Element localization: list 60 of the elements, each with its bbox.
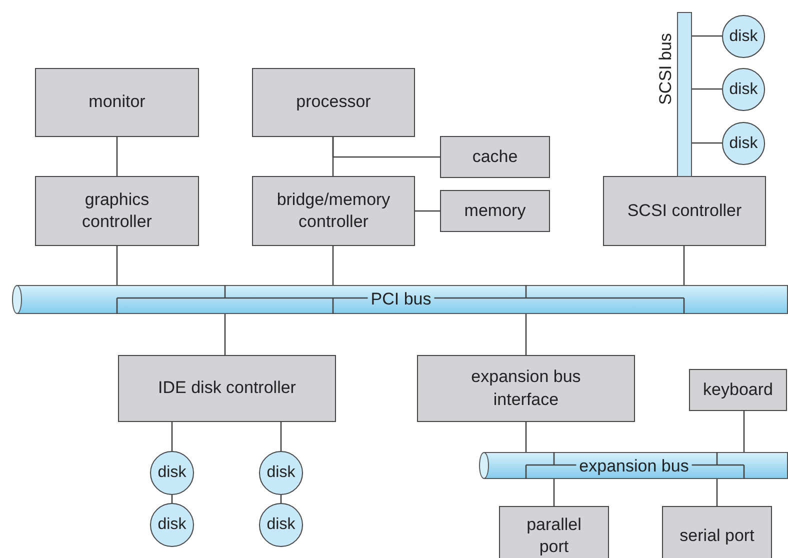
connector-line — [224, 314, 226, 355]
connector-line — [332, 246, 334, 285]
connector-line — [683, 246, 685, 285]
disk-circle — [259, 451, 303, 495]
process-box — [417, 355, 635, 422]
connector-line — [553, 479, 555, 506]
node-label: processor — [296, 91, 371, 114]
node-label: disk — [158, 464, 186, 482]
disk-circle — [722, 68, 765, 111]
disk-circle — [150, 503, 194, 547]
node-label: bridge/memory controller — [276, 188, 392, 233]
disk-circle — [259, 503, 303, 547]
node-label: disk — [729, 28, 758, 46]
process-box — [35, 176, 199, 246]
bus-label: PCI bus — [370, 290, 432, 308]
connector-line — [116, 246, 118, 285]
bus-label: SCSI bus — [656, 33, 676, 105]
node-label: IDE disk controller — [158, 377, 296, 400]
node-label: cache — [472, 146, 518, 168]
node-label: disk — [266, 464, 296, 482]
node-label: disk — [158, 516, 186, 534]
node-label: monitor — [88, 91, 146, 114]
process-box — [118, 355, 336, 422]
process-box — [252, 68, 415, 137]
process-box — [689, 369, 787, 411]
connector-line — [415, 210, 440, 212]
node-label: keyboard — [703, 378, 773, 401]
process-box — [252, 176, 415, 246]
process-box — [35, 68, 199, 137]
node-label: parallel port — [526, 514, 582, 558]
connector-line — [525, 314, 527, 355]
connector-line — [171, 495, 173, 503]
node-label: disk — [729, 80, 758, 98]
node-label: SCSI controller — [627, 200, 742, 222]
process-box — [440, 190, 550, 232]
connector-line — [280, 495, 282, 503]
connector-line — [525, 422, 527, 452]
connector-line — [716, 479, 718, 506]
disk-circle — [150, 451, 194, 495]
process-box — [499, 506, 609, 558]
connector-line — [116, 137, 118, 176]
process-box — [662, 506, 772, 558]
process-box — [440, 136, 550, 178]
connector-line — [692, 35, 722, 37]
connector-line — [171, 422, 173, 451]
node-label: memory — [464, 200, 526, 222]
node-label: serial port — [678, 524, 756, 547]
disk-circle — [722, 122, 765, 165]
connector-line — [280, 422, 282, 451]
disk-circle — [722, 15, 765, 58]
connector-line — [743, 411, 745, 452]
node-label: graphics controller — [81, 188, 153, 233]
node-label: disk — [266, 516, 296, 534]
connector-line — [692, 142, 722, 144]
bus-label: expansion bus — [579, 458, 689, 474]
connector-line — [692, 88, 722, 90]
node-label: expansion bus interface — [470, 366, 582, 410]
process-box — [603, 176, 766, 246]
node-label: disk — [729, 134, 758, 152]
connector-line — [332, 137, 440, 158]
